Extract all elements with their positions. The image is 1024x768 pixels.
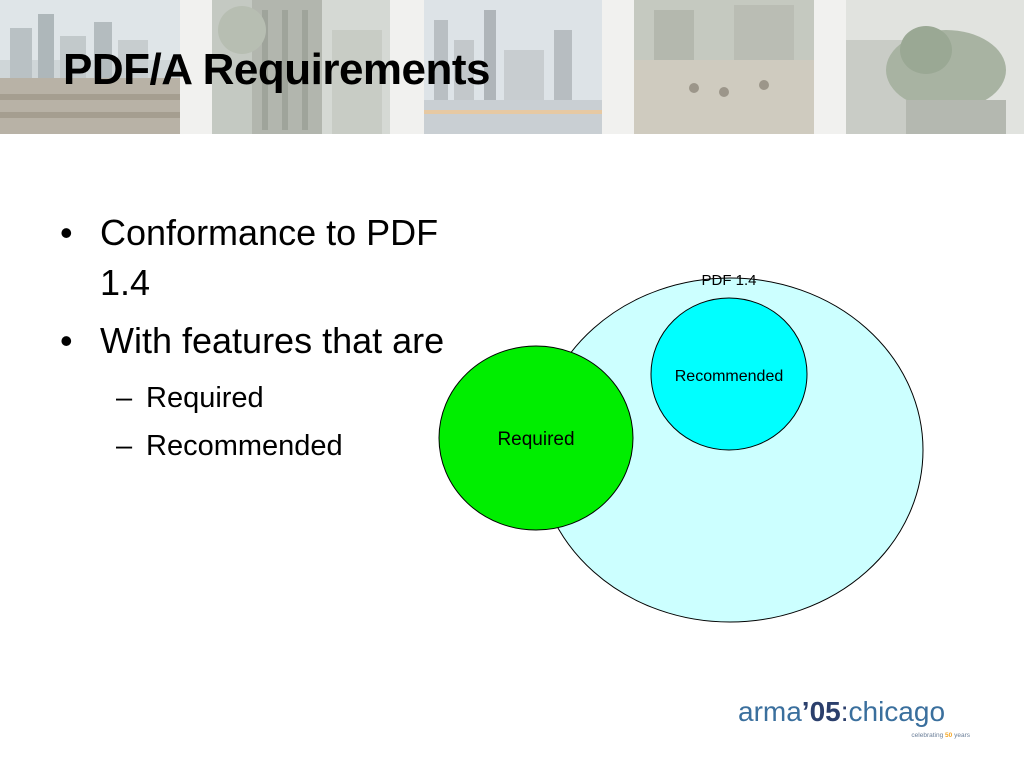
logo-tagline-prefix: celebrating: [911, 732, 943, 739]
bullet-item: • With features that are: [60, 316, 490, 366]
bullet-dot-icon: •: [60, 212, 73, 253]
pdf-1-4-label: PDF 1.4: [701, 272, 756, 289]
lion-statue-photo: [846, 0, 1024, 134]
logo-dots: :: [841, 696, 849, 727]
sub-bullet-item: – Required: [60, 374, 490, 422]
bullet-item: • Conformance to PDF 1.4: [60, 208, 490, 308]
sub-bullet-item: – Recommended: [60, 422, 490, 470]
bullet-list: • Conformance to PDF 1.4 • With features…: [60, 208, 490, 470]
slide-title: PDF/A Requirements: [63, 45, 491, 94]
skyline-photo: [0, 0, 180, 134]
bullet-dot-icon: •: [60, 320, 73, 361]
logo-year: ’05: [802, 696, 841, 727]
logo-tagline-suffix: years: [954, 732, 971, 739]
required-circle: [438, 345, 634, 531]
sub-bullet-text: Recommended: [146, 430, 343, 462]
svg-text:celebrating 50 years: celebrating 50 years: [911, 732, 970, 739]
bullet-text: With features that are: [100, 320, 445, 361]
logo-tagline-number: 50: [945, 732, 953, 739]
svg-text:arma’05:chicago: arma’05:chicago: [738, 696, 945, 727]
tower-photo: [212, 0, 390, 134]
sub-bullet-text: Required: [146, 382, 264, 414]
logo-word-arma: arma: [738, 696, 802, 727]
recommended-circle: [650, 297, 808, 451]
bullet-text-line: 1.4: [100, 262, 151, 303]
logo-word-chicago: chicago: [849, 696, 946, 727]
required-label: Required: [497, 429, 574, 450]
arma-chicago-logo: arma’05:chicago celebrating 50 years: [738, 696, 971, 739]
bullet-text-line: Conformance to PDF: [100, 212, 439, 253]
dash-icon: –: [116, 382, 133, 414]
plaza-photo: [634, 0, 814, 134]
recommended-label: Recommended: [675, 368, 784, 385]
lakefront-photo: [424, 0, 602, 134]
header-banner: [0, 0, 1024, 134]
dash-icon: –: [116, 430, 133, 462]
